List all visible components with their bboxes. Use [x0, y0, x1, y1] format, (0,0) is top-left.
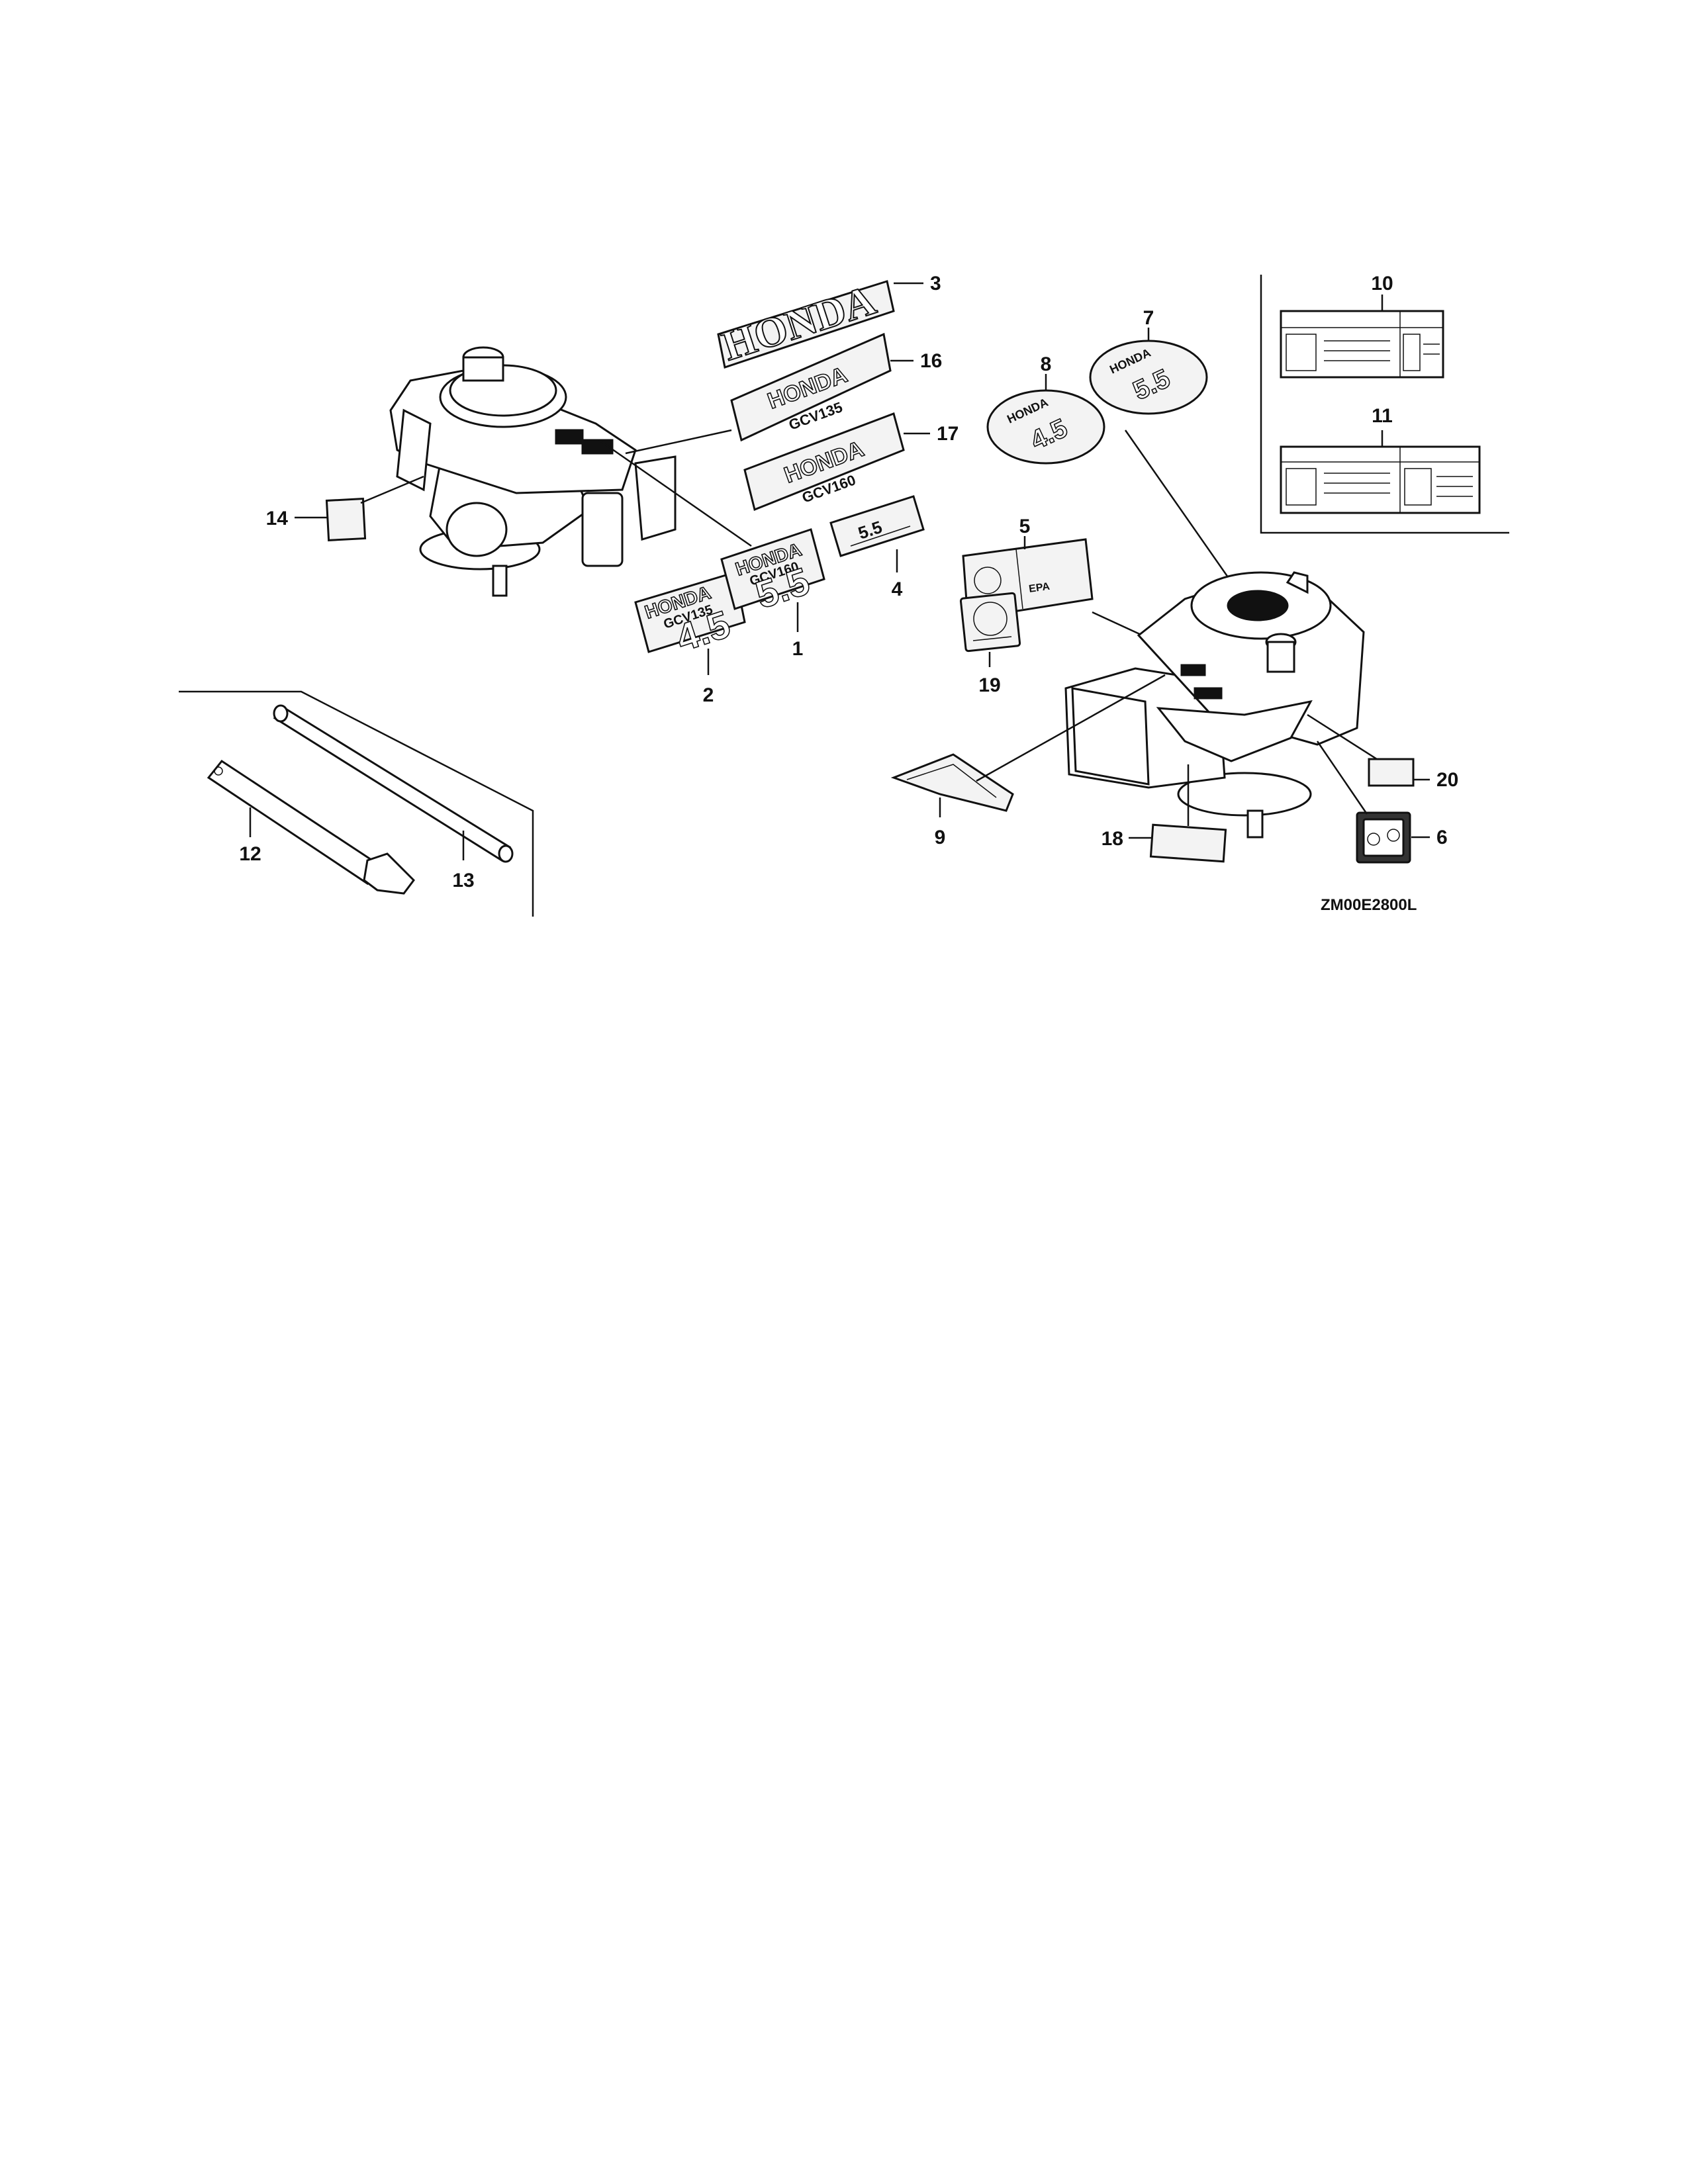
decal-part-2[interactable]: HONDA GCV135 4.5 — [634, 571, 746, 660]
callout-19: 19 — [978, 674, 1000, 696]
decal-part-6[interactable] — [1356, 811, 1411, 864]
decal-part-4[interactable]: 5.5 — [829, 495, 925, 557]
callout-3: 3 — [930, 273, 941, 295]
decal-part-7[interactable]: HONDA 5.5 — [1089, 340, 1208, 415]
callout-10: 10 — [1371, 273, 1393, 295]
callout-11: 11 — [1372, 405, 1393, 427]
callout-4: 4 — [892, 578, 903, 600]
decal-part-8[interactable]: HONDA 4.5 — [986, 389, 1105, 465]
callout-7: 7 — [1143, 307, 1154, 329]
engine-right — [1064, 571, 1365, 839]
decal-part-19[interactable] — [959, 592, 1021, 653]
engine-left — [389, 346, 677, 597]
callout-14: 14 — [266, 508, 289, 529]
decal-part-18[interactable] — [1149, 823, 1227, 863]
decal-part-14[interactable] — [325, 497, 367, 541]
callout-20: 20 — [1436, 769, 1458, 791]
decal-part-9[interactable] — [890, 753, 1014, 812]
callout-1: 1 — [792, 638, 804, 660]
tool-frame — [179, 690, 534, 917]
callout-9: 9 — [935, 827, 946, 848]
callout-13: 13 — [452, 870, 474, 891]
label-part-11[interactable] — [1280, 445, 1481, 514]
callout-18: 18 — [1102, 828, 1123, 850]
label-part-10[interactable] — [1280, 310, 1444, 379]
decal-part-1[interactable]: HONDA GCV160 5.5 — [720, 528, 825, 617]
callout-8: 8 — [1041, 353, 1052, 375]
inset-frame — [1260, 275, 1509, 534]
tool-part-13[interactable] — [273, 704, 514, 863]
decal-part-20[interactable] — [1368, 758, 1415, 787]
callout-5: 5 — [1019, 516, 1031, 537]
callout-16: 16 — [920, 350, 942, 372]
callout-2: 2 — [703, 684, 714, 706]
callout-12: 12 — [239, 843, 261, 865]
callout-6: 6 — [1436, 827, 1448, 848]
callout-17: 17 — [937, 423, 959, 445]
tool-part-12[interactable] — [207, 759, 415, 895]
diagram-code: ZM00E2800L — [1321, 896, 1417, 914]
svg-text:EPA: EPA — [1028, 581, 1051, 595]
